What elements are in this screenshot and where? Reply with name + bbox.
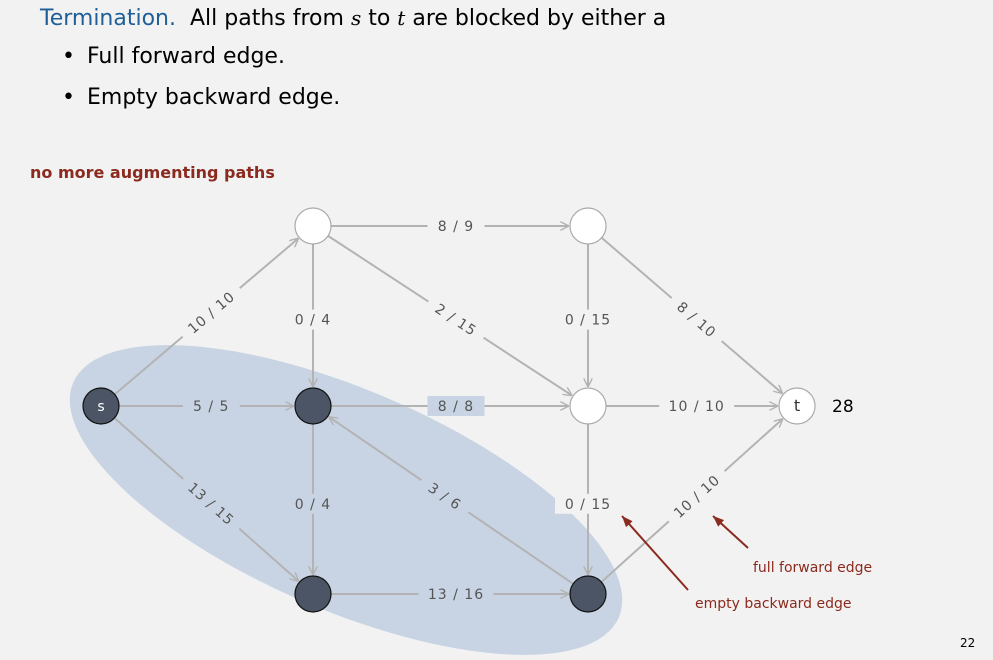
full-forward-label: full forward edge xyxy=(753,560,872,576)
edge-label-s-a: 10 / 10 xyxy=(176,280,247,345)
edge-flow-label: 10 / 10 xyxy=(185,289,238,338)
node-label-s: s xyxy=(97,399,104,415)
slide-heading: Termination. All paths from s to t are b… xyxy=(40,6,666,31)
edge-label-d-t: 10 / 10 xyxy=(659,396,735,416)
heading-text: All paths from xyxy=(190,6,344,31)
edge-flow-label: 10 / 10 xyxy=(671,472,724,522)
heading-s: s xyxy=(350,6,362,30)
node-b xyxy=(569,207,607,245)
empty-backward-arrow xyxy=(621,515,689,591)
node-t xyxy=(778,387,816,425)
full-forward-arrow xyxy=(712,515,749,549)
label-background xyxy=(662,463,732,529)
edge-label-b-d: 0 / 15 xyxy=(555,309,621,330)
label-background xyxy=(427,396,485,416)
edge-flow-label: 8 / 8 xyxy=(438,399,474,415)
heading-to: to xyxy=(368,6,391,31)
label-background xyxy=(176,280,247,345)
edge-label-e-f: 13 / 16 xyxy=(418,584,494,604)
node-a xyxy=(294,207,332,245)
bullet-empty-backward: Empty backward edge. xyxy=(62,85,340,110)
bullet-full-forward: Full forward edge. xyxy=(62,44,285,69)
edge-label-d-f: 0 / 15 xyxy=(555,493,621,514)
node-s xyxy=(82,387,120,425)
edge-flow-label: 5 / 5 xyxy=(193,399,229,415)
edge-flow-label: 0 / 15 xyxy=(565,497,611,513)
edge-label-c-d: 8 / 8 xyxy=(427,396,485,416)
edge-label-a-c: 0 / 4 xyxy=(284,309,342,330)
edge-label-b-t: 8 / 10 xyxy=(665,290,729,349)
subtitle: no more augmenting paths xyxy=(30,163,275,182)
node-d xyxy=(569,387,607,425)
empty-backward-label: empty backward edge xyxy=(695,596,852,612)
edge-flow-label: 0 / 4 xyxy=(295,497,331,513)
edge-flow-label: 0 / 4 xyxy=(295,313,331,329)
edge-flow-label: 13 / 16 xyxy=(428,587,484,603)
edge-label-a-d: 2 / 15 xyxy=(422,293,490,347)
label-background xyxy=(182,396,240,416)
label-background xyxy=(665,290,729,349)
label-background xyxy=(418,584,494,604)
edge-flow-label: 10 / 10 xyxy=(669,399,725,415)
label-background xyxy=(176,471,246,537)
edge-label-s-c: 5 / 5 xyxy=(182,396,240,416)
label-background xyxy=(659,396,735,416)
edge-label-c-e: 0 / 4 xyxy=(284,493,342,514)
label-background xyxy=(427,216,485,236)
edge-label-a-b: 8 / 9 xyxy=(427,216,485,236)
label-background xyxy=(555,493,621,514)
node-f xyxy=(569,575,607,613)
label-background xyxy=(422,293,490,347)
heading-text-after: are blocked by either a xyxy=(412,6,667,31)
edge-flow-label: 8 / 9 xyxy=(438,219,474,235)
heading-t: t xyxy=(397,6,406,30)
min-cut-region xyxy=(69,345,623,655)
flow-value: 28 xyxy=(832,397,854,417)
label-background xyxy=(555,309,621,330)
label-background xyxy=(284,309,342,330)
node-label-t: t xyxy=(794,396,800,415)
edge-flow-label: 0 / 15 xyxy=(565,313,611,329)
node-e xyxy=(294,575,332,613)
edge-label-f-t: 10 / 10 xyxy=(662,463,732,529)
page-number: 22 xyxy=(960,636,976,650)
label-background xyxy=(415,471,475,521)
label-background xyxy=(284,493,342,514)
node-c xyxy=(294,387,332,425)
heading-keyword: Termination. xyxy=(40,6,176,31)
